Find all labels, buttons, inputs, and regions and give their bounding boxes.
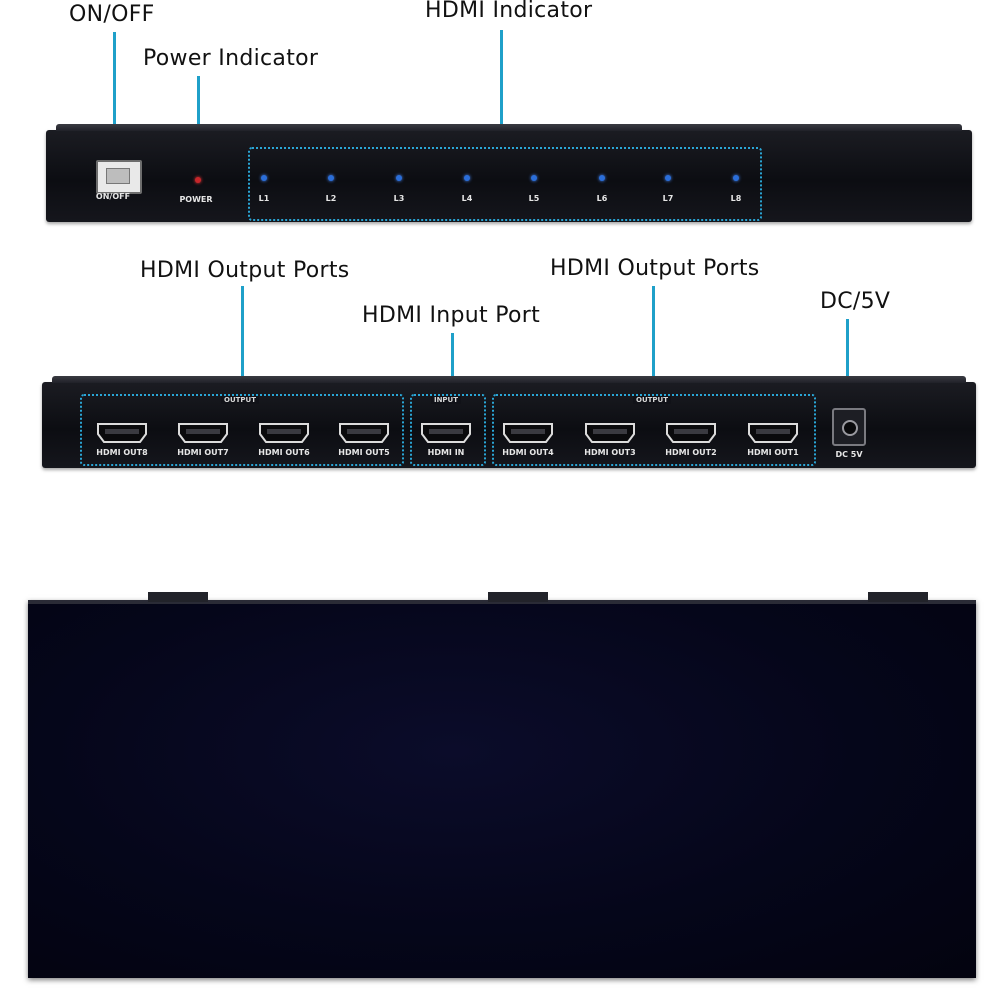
led-label-l4: L4: [461, 194, 473, 203]
led-l3: [396, 175, 402, 181]
output-group-right: [492, 394, 816, 466]
port-label-out1: HDMI OUT1: [747, 448, 799, 457]
hdmi-port-out2[interactable]: [665, 422, 717, 444]
led-l1: [261, 175, 267, 181]
callout-dc-5v: DC/5V: [820, 289, 891, 314]
dc-jack[interactable]: [832, 408, 866, 446]
led-l7: [665, 175, 671, 181]
hdmi-port-out3[interactable]: [584, 422, 636, 444]
leader-hdmi-input: [451, 333, 454, 397]
led-label-l7: L7: [662, 194, 674, 203]
hdmi-port-out5[interactable]: [338, 422, 390, 444]
led-label-l6: L6: [596, 194, 608, 203]
power-label: POWER: [179, 195, 213, 204]
switch-rocker: [106, 168, 130, 184]
port-label-out8: HDMI OUT8: [96, 448, 148, 457]
dc-label: DC 5V: [835, 450, 863, 459]
leader-hdmi-indicator: [500, 30, 503, 150]
led-l4: [464, 175, 470, 181]
led-label-l3: L3: [393, 194, 405, 203]
led-label-l1: L1: [258, 194, 270, 203]
leader-hdmi-output-left: [241, 286, 244, 396]
port-label-out7: HDMI OUT7: [177, 448, 229, 457]
hdmi-port-in[interactable]: [420, 422, 472, 444]
output-tag-right: OUTPUT: [633, 396, 671, 404]
callout-on-off: ON/OFF: [69, 2, 155, 27]
front-panel: ON/OFF POWER L1 L2 L3 L4 L5 L6 L7 L8: [46, 124, 972, 222]
input-tag: INPUT: [430, 396, 462, 404]
port-label-out2: HDMI OUT2: [665, 448, 717, 457]
leader-dc-5v: [846, 319, 849, 397]
callout-power-indicator: Power Indicator: [143, 46, 319, 71]
port-label-out3: HDMI OUT3: [584, 448, 636, 457]
led-label-l8: L8: [730, 194, 742, 203]
leader-on-off: [113, 32, 116, 152]
led-l8: [733, 175, 739, 181]
led-l2: [328, 175, 334, 181]
led-l6: [599, 175, 605, 181]
led-label-l2: L2: [325, 194, 337, 203]
device-foot: [868, 592, 928, 602]
output-tag-left: OUTPUT: [221, 396, 259, 404]
back-panel: OUTPUT INPUT OUTPUT HDMI OUT8 HDMI OUT7 …: [42, 376, 976, 468]
callout-hdmi-indicator: HDMI Indicator: [425, 0, 593, 23]
device-foot: [488, 592, 548, 602]
leader-hdmi-output-right: [652, 286, 655, 396]
hdmi-port-out7[interactable]: [177, 422, 229, 444]
hdmi-indicator-group: [248, 147, 762, 221]
callout-hdmi-output-ports-left: HDMI Output Ports: [140, 258, 350, 283]
callout-hdmi-output-ports-right: HDMI Output Ports: [550, 256, 760, 281]
hdmi-port-out8[interactable]: [96, 422, 148, 444]
port-label-out4: HDMI OUT4: [502, 448, 554, 457]
switch-label: ON/OFF: [95, 192, 131, 201]
output-group-left: [80, 394, 404, 466]
hdmi-port-out1[interactable]: [747, 422, 799, 444]
callout-hdmi-input-port: HDMI Input Port: [362, 303, 541, 328]
port-label-out6: HDMI OUT6: [258, 448, 310, 457]
hdmi-port-out4[interactable]: [502, 422, 554, 444]
led-label-l5: L5: [528, 194, 540, 203]
input-group: [410, 394, 486, 466]
hdmi-port-out6[interactable]: [258, 422, 310, 444]
port-label-out5: HDMI OUT5: [338, 448, 390, 457]
device-foot: [148, 592, 208, 602]
power-switch[interactable]: [96, 160, 142, 194]
port-label-in: HDMI IN: [427, 448, 465, 457]
power-led: [195, 177, 201, 183]
led-l5: [531, 175, 537, 181]
leader-power-indicator: [197, 76, 200, 156]
device-top-view: [28, 592, 976, 978]
